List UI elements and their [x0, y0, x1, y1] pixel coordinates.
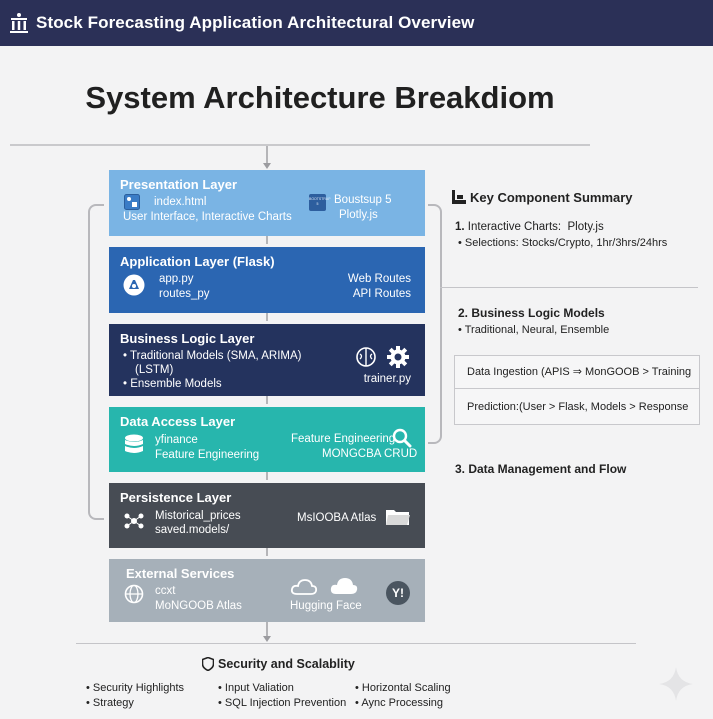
flow-box-ingestion: Data Ingestion (APIS ⇒ MonGOOB > Trainin…	[454, 355, 700, 390]
application-route-1: Web Routes	[347, 273, 411, 285]
layer-title: Application Layer (Flask)	[120, 254, 275, 269]
brain-icon	[356, 347, 376, 367]
connector	[266, 548, 268, 556]
network-icon	[124, 513, 144, 529]
application-route-2: API Routes	[352, 288, 411, 300]
business-bullet-1: • Traditional Models (SMA, ARIMA)	[123, 350, 302, 362]
layer-title: Presentation Layer	[120, 177, 238, 192]
data-access-source-1: yfinance	[155, 434, 198, 446]
presentation-file: index.html	[154, 196, 207, 208]
summary-item-2-title: 2. Business Logic Models	[458, 306, 605, 320]
external-services-layer: External Services ccxt MoNGOOB Atlas Hug…	[109, 559, 425, 622]
security-title: Security and Scalablity	[218, 657, 355, 671]
flow-ingestion-text: Data Ingestion (APIS ⇒ MonGOOB > Trainin…	[467, 366, 692, 378]
security-col2-item: • Input Valiation	[218, 682, 294, 694]
external-service-1: ccxt	[155, 585, 176, 597]
building-icon	[10, 13, 28, 33]
security-col2-item: • SQL Injection Prevention	[218, 697, 347, 709]
flow-prediction-text: Prediction:(User > Flask, Models > Respo…	[467, 401, 689, 413]
business-trainer: trainer.py	[363, 373, 411, 385]
business-bullet-1-cont: (LSTM)	[135, 364, 174, 376]
search-icon	[392, 428, 412, 448]
connector	[266, 236, 268, 244]
gear-icon	[387, 346, 409, 368]
shield-icon	[202, 657, 214, 671]
connector	[266, 313, 268, 321]
cloud-upload-icon	[290, 579, 318, 595]
presentation-desc: User Interface, Interactive Charts	[123, 211, 292, 223]
sparkle-icon	[659, 667, 693, 701]
summary-icon	[452, 190, 466, 204]
html-file-icon	[124, 194, 140, 210]
application-file-1: app.py	[159, 273, 194, 285]
header-bar: Stock Forecasting Application Architectu…	[0, 0, 713, 46]
right-bracket	[428, 204, 442, 444]
cloud-icon	[330, 578, 358, 594]
data-access-layer: Data Access Layer yfinance Feature Engin…	[109, 407, 425, 472]
security-col1-item: • Strategy	[86, 697, 134, 709]
arrow-down-icon	[263, 636, 271, 642]
globe-icon	[124, 584, 144, 604]
external-hugging-face: Hugging Face	[290, 600, 362, 612]
layer-title: Data Access Layer	[120, 414, 236, 429]
database-icon	[125, 434, 143, 453]
data-access-right-2: MONGCBA CRUD	[322, 448, 418, 460]
page-title: System Architecture Breakdiom	[85, 80, 555, 115]
persistence-layer: Persistence Layer Mistorical_prices save…	[109, 483, 425, 548]
header-title: Stock Forecasting Application Architectu…	[36, 13, 475, 32]
summary-title: Key Component Summary	[470, 190, 633, 205]
layer-title: External Services	[126, 566, 235, 581]
persistence-atlas: MsIOOBA Atlas	[297, 512, 377, 524]
presentation-layer: Presentation Layer index.html User Inter…	[109, 170, 425, 236]
flask-icon	[123, 274, 145, 296]
summary-item-2-bullet: • Traditional, Neural, Ensemble	[458, 324, 610, 336]
summary-divider	[440, 287, 698, 288]
data-access-source-2: Feature Engineering	[155, 449, 260, 461]
yahoo-icon: Y!	[386, 581, 410, 605]
bottom-divider	[76, 643, 636, 644]
layer-title: Business Logic Layer	[120, 331, 255, 346]
arrow-down-icon	[263, 163, 271, 169]
title-divider	[10, 144, 590, 146]
security-col3-item: • Aync Processing	[355, 697, 444, 709]
security-col1-item: • Security Highlights	[86, 682, 185, 694]
summary-item-1: 1. Interactive Charts: Ploty.js	[455, 221, 604, 233]
presentation-tech-1: Boustsup 5	[334, 194, 392, 206]
business-logic-layer: Business Logic Layer • Traditional Model…	[109, 324, 425, 396]
bootstrap-icon: BOOTSTRAP 5	[309, 194, 331, 211]
left-bracket	[88, 204, 104, 520]
data-access-right-1: Feature Engineering	[291, 433, 396, 445]
application-layer: Application Layer (Flask) app.py routes_…	[109, 247, 425, 313]
connector	[266, 146, 268, 164]
connector	[266, 622, 268, 636]
summary-item-1-bullet: • Selections: Stocks/Crypto, 1hr/3hrs/24…	[458, 237, 668, 249]
presentation-tech-2: Plotly.js	[339, 209, 378, 221]
connector	[266, 472, 268, 480]
persistence-item-1: Mistorical_prices	[155, 510, 241, 522]
connector	[266, 396, 268, 404]
layer-title: Persistence Layer	[120, 490, 232, 505]
external-service-2: MoNGOOB Atlas	[155, 600, 242, 612]
flow-box-prediction: Prediction:(User > Flask, Models > Respo…	[454, 388, 700, 425]
folder-icon	[386, 510, 410, 525]
persistence-item-2: saved.models/	[155, 524, 230, 536]
business-bullet-2: • Ensemble Models	[123, 378, 222, 390]
application-file-2: routes_py	[159, 288, 210, 300]
security-col3-item: • Horizontal Scaling	[355, 682, 451, 694]
summary-item-3-title: 3. Data Management and Flow	[455, 462, 627, 476]
